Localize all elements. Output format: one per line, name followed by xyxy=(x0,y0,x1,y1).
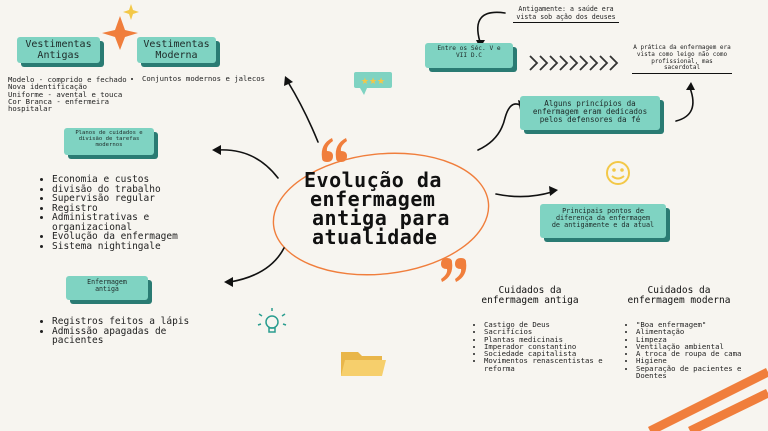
quote-close-icon xyxy=(441,258,467,282)
vestimentas-antigas-list: Modelo - comprido e fechado Nova identif… xyxy=(0,76,143,113)
list-item: Nova identificação xyxy=(8,83,143,91)
list-item: Separação de pacientes e Doentes xyxy=(636,365,768,380)
list-item: Movimentos renascentistas e reforma xyxy=(484,357,614,372)
list-item: Sacrifícios xyxy=(484,328,614,336)
arrow-to-enf-antiga xyxy=(229,247,285,283)
vestimentas-moderna-box[interactable]: Vestimentas Moderna xyxy=(137,37,216,63)
list-item: Higiene xyxy=(636,357,768,365)
principios-box[interactable]: Alguns princípios da enfermagem eram ded… xyxy=(520,96,660,130)
folder-icon xyxy=(341,352,386,376)
list-item: Modelo - comprido e fechado xyxy=(8,76,143,84)
vestimentas-moderna-list: Conjuntos modernos e jalecos xyxy=(132,75,282,83)
list-item: "Boa enfermagem" xyxy=(636,321,768,329)
list-item: Evolução da enfermagem xyxy=(52,232,202,242)
arrow-note-to-sec xyxy=(477,11,506,43)
pratica-note: A prática da enfermagem era vista como l… xyxy=(632,44,732,75)
cuidados-moderna-heading: Cuidados da enfermagem moderna xyxy=(627,285,731,306)
rating-bubble-icon: ★★★ xyxy=(354,72,392,95)
quote-open-icon xyxy=(321,138,347,162)
list-item: A troca de roupa de cama xyxy=(636,350,768,358)
list-item: Uniforme - avental e touca xyxy=(8,90,143,98)
enfermagem-antiga-box[interactable]: Enfermagem antiga xyxy=(66,276,148,300)
list-item: Registros feitos a lápis xyxy=(52,317,202,327)
lightbulb-icon xyxy=(257,308,287,333)
list-item: Administrativas e organizacional xyxy=(52,213,202,232)
list-item: Admissão apagadas de pacientes xyxy=(52,326,202,346)
pontos-diferenca-box[interactable]: Principais pontos de diferença da enferm… xyxy=(540,204,666,238)
title-ellipse xyxy=(272,152,490,276)
enfermagem-antiga-list: Registros feitos a lápis Admissão apagad… xyxy=(40,317,202,346)
list-item: Imperador constantino xyxy=(484,343,614,351)
note-antigamente: Antigamente: a saúde era vista sob ação … xyxy=(513,5,619,23)
list-item: Plantas medicinais xyxy=(484,335,614,343)
list-item: divisão do trabalho xyxy=(52,184,202,195)
arrow-pratica-loop xyxy=(675,87,694,122)
svg-text:★★★: ★★★ xyxy=(361,77,385,87)
chevron-right-icon xyxy=(529,55,619,71)
arrow-to-principios xyxy=(477,103,521,151)
list-item: Registro xyxy=(52,203,202,214)
list-item: Conjuntos modernos e jalecos xyxy=(142,75,282,83)
list-item: Limpeza xyxy=(636,335,768,343)
seculo-v-box[interactable]: Entre os Séc. V e VII D.C xyxy=(425,43,513,68)
arrow-to-pontos xyxy=(495,191,553,198)
vestimentas-antigas-box[interactable]: Vestimentas Antigas xyxy=(17,37,100,63)
planos-cuidados-list: Economia e custos divisão do trabalho Su… xyxy=(40,175,202,251)
corner-stripes-icon xyxy=(647,367,768,431)
list-item: Sociedade capitalista xyxy=(484,350,614,358)
cuidados-antiga-heading: Cuidados da enfermagem antiga xyxy=(481,285,579,306)
list-item: Sistema nightingale xyxy=(52,241,202,252)
smiley-icon xyxy=(606,161,630,185)
list-item: Economia e custos xyxy=(52,175,202,185)
list-item: Ventilação ambiental xyxy=(636,343,768,351)
arrow-to-vest-moderna xyxy=(287,81,319,143)
list-item: Alimentação xyxy=(636,328,768,336)
list-item: Castigo de Deus xyxy=(484,321,614,329)
cuidados-antiga-list: Castigo de Deus Sacrifícios Plantas medi… xyxy=(474,321,614,372)
planos-cuidados-box[interactable]: Planos de cuidados e divisão de tarefas … xyxy=(64,128,154,155)
sparkle-icon xyxy=(102,4,139,50)
list-item: Supervisão regular xyxy=(52,194,202,204)
cuidados-moderna-list: "Boa enfermagem" Alimentação Limpeza Ven… xyxy=(626,321,768,379)
page-title: Evolução da enfermagem antiga para atual… xyxy=(304,168,450,249)
list-item: Cor Branca - enfermeira hospitalar xyxy=(8,98,143,113)
arrow-to-planos xyxy=(217,149,279,179)
